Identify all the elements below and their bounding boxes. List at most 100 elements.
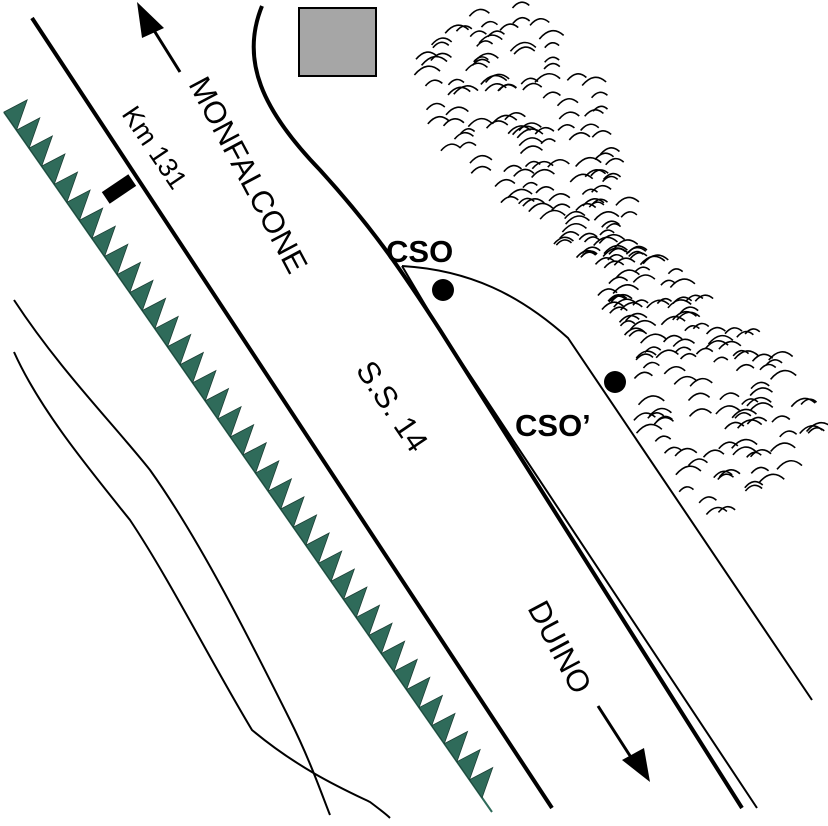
hatched-relief-icon [584, 169, 607, 178]
hatched-relief-icon [581, 76, 607, 87]
hatched-relief-icon [737, 419, 763, 429]
hatched-relief-icon [512, 16, 531, 25]
triangle-teeth-icon [242, 441, 267, 474]
hatched-relief-icon [544, 42, 560, 49]
triangle-teeth-icon [192, 369, 217, 402]
hatched-relief-icon [685, 294, 704, 302]
hatched-relief-icon [583, 236, 600, 243]
triangle-teeth-icon [393, 658, 418, 691]
triangle-teeth-icon [41, 153, 66, 186]
hatched-relief-icon [561, 223, 587, 233]
triangle-teeth-icon [104, 243, 129, 276]
hatched-relief-icon [582, 198, 605, 207]
hatched-relief-icon [655, 349, 679, 359]
hatched-relief-icon [503, 164, 523, 173]
hatched-relief-icon [564, 210, 586, 220]
hatched-relief-icon [558, 111, 580, 120]
triangle-teeth-icon [267, 478, 293, 510]
hatched-relief-icon [513, 168, 535, 177]
hatched-relief-icon [698, 496, 717, 504]
hatched-relief-icon [522, 82, 543, 91]
hatched-relief-icon [618, 314, 640, 323]
filled-circle-icon [604, 371, 626, 393]
hatched-relief-icon [667, 268, 684, 275]
road-edge-east [251, 5, 744, 810]
hatched-relief-icon [629, 252, 648, 259]
triangle-teeth-icon [66, 189, 91, 222]
hatched-relief-icon [459, 141, 477, 149]
hatched-relief-icon [705, 326, 726, 335]
hatched-relief-icon [724, 327, 743, 335]
hatched-relief-icon [478, 34, 503, 44]
hatched-relief-icon [518, 122, 542, 132]
hatched-relief-icon [646, 299, 670, 309]
hatched-relief-icon [732, 446, 757, 456]
hatched-relief-icon [524, 160, 541, 168]
hatched-relief-icon [660, 279, 676, 286]
hatched-relief-icon [469, 154, 493, 164]
hatched-relief-icon [601, 301, 624, 311]
hatched-relief-icon [559, 231, 580, 239]
hatched-relief-icon [702, 449, 725, 458]
triangle-teeth-icon [229, 423, 255, 456]
hatched-relief-icon [504, 112, 526, 121]
hatched-relief-icon [769, 369, 797, 380]
hatched-relief-icon [779, 430, 798, 438]
hatched-relief-icon [724, 421, 745, 430]
hatched-relief-icon [679, 352, 697, 360]
hatched-relief-icon [614, 239, 639, 249]
hatched-relief-icon [465, 62, 489, 72]
arrow-up-left-icon [137, 2, 182, 73]
hatched-relief-icon [471, 58, 491, 66]
hatched-relief-icon [427, 115, 450, 125]
hatched-relief-icon [790, 397, 816, 408]
hatched-relief-icon [469, 30, 487, 38]
triangle-teeth-icon [166, 333, 192, 366]
hatched-relief-icon [613, 257, 636, 266]
hatched-relief-icon [516, 128, 544, 139]
triangle-teeth-icon [317, 550, 343, 583]
triangle-teeth-icon [468, 766, 494, 799]
hatched-relief-icon [733, 350, 759, 360]
hatched-relief-icon [635, 353, 654, 361]
hatched-relief-icon [445, 106, 469, 116]
hatched-relief-icon [660, 315, 686, 326]
hatched-relief-icon [424, 79, 443, 87]
hatched-relief-icon [598, 234, 626, 244]
hatched-relief-icon [593, 236, 618, 247]
hatched-relief-icon [633, 412, 656, 421]
hatched-relief-icon [494, 178, 516, 187]
hatched-relief-icon [732, 349, 750, 357]
hatched-relief-icon [663, 366, 686, 375]
hatched-relief-icon [453, 85, 479, 95]
filled-circle-icon [432, 279, 454, 301]
triangle-teeth-icon [255, 459, 280, 492]
hatched-relief-icon [603, 260, 625, 269]
triangle-teeth-icon [368, 622, 393, 655]
triangle-teeth-icon [280, 496, 305, 528]
label-station-cso: CSO [386, 234, 453, 269]
hatched-relief-icon [534, 126, 555, 135]
label-duino: DUINO [521, 595, 599, 700]
hatched-relief-icon [447, 78, 465, 86]
hatched-relief-icon [529, 18, 550, 26]
triangle-teeth-icon [217, 405, 242, 438]
hatched-relief-icon [746, 416, 768, 425]
hatched-relief-icon [768, 351, 794, 361]
hatched-relief-icon [744, 484, 763, 492]
hatched-relief-icon [432, 41, 450, 49]
hatched-relief-icon [607, 294, 628, 302]
hatched-relief-icon [518, 197, 535, 205]
triangle-teeth-icon [141, 297, 167, 330]
rail-line [401, 265, 758, 809]
hatched-relief-icon [717, 473, 735, 481]
hatched-relief-icon [630, 319, 657, 330]
hatched-relief-icon [679, 306, 699, 314]
hatched-relief-icon [674, 346, 692, 354]
hatched-relief-icon [735, 363, 755, 372]
hatched-relief-icon [615, 196, 640, 206]
hatched-relief-icon [591, 130, 612, 138]
km-marker-block [101, 174, 137, 204]
hatched-relief-icon [758, 473, 785, 484]
